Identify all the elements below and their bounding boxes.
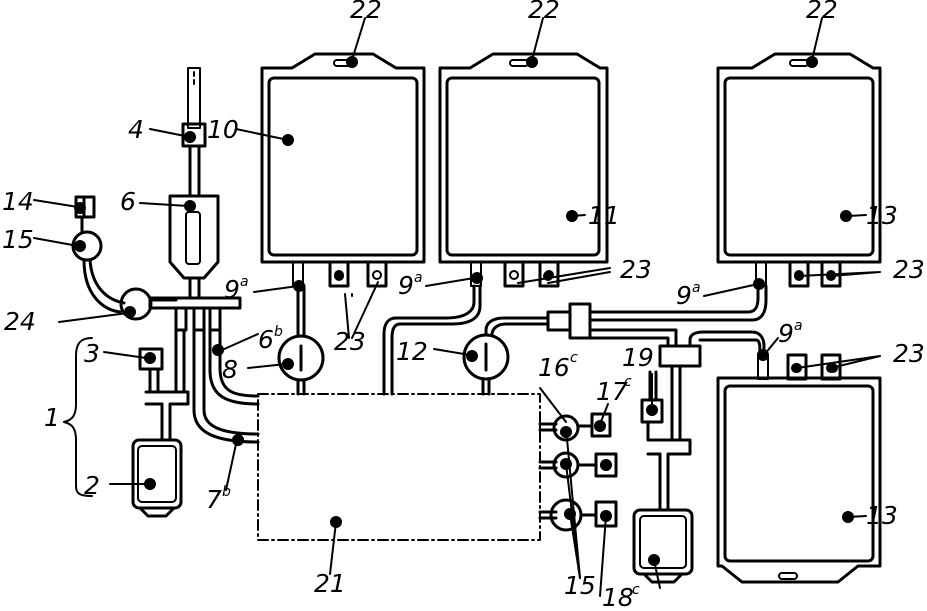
label-12: 12 bbox=[396, 337, 428, 366]
label-4: 4 bbox=[128, 115, 144, 144]
small-bag-right bbox=[632, 370, 694, 584]
small-bag-left bbox=[63, 328, 190, 518]
bag-13-bottom bbox=[716, 353, 882, 584]
label-9a-2-sup: a bbox=[414, 270, 423, 286]
label-7b: 7 bbox=[206, 485, 222, 514]
label-22-bag10: 22 bbox=[350, 0, 382, 24]
label-2: 2 bbox=[84, 471, 100, 500]
label-11: 11 bbox=[588, 201, 620, 230]
label-21: 21 bbox=[314, 569, 346, 598]
label-18c: 18 bbox=[602, 583, 634, 611]
label-23-bag11: 23 bbox=[620, 255, 652, 284]
label-6b-sup: b bbox=[274, 324, 283, 340]
label-6b: 6 bbox=[258, 325, 274, 354]
filter-assembly bbox=[148, 67, 242, 332]
label-9a-2: 9 bbox=[398, 271, 414, 300]
label-22-bag11: 22 bbox=[528, 0, 560, 24]
label-23-bag10: 23 bbox=[334, 327, 366, 356]
valve-8 bbox=[277, 284, 325, 396]
label-15-top: 15 bbox=[2, 225, 34, 254]
label-1: 1 bbox=[44, 403, 60, 432]
label-23-bag13-bottom: 23 bbox=[893, 339, 925, 368]
label-9a-1-sup: a bbox=[240, 274, 249, 290]
label-17c-sup: c bbox=[624, 374, 632, 390]
label-15-bottom: 15 bbox=[564, 571, 596, 600]
bag-13-top bbox=[716, 52, 882, 288]
label-18c-sup: c bbox=[632, 582, 640, 598]
label-9a-4: 9 bbox=[778, 319, 794, 348]
label-22-bag13: 22 bbox=[806, 0, 838, 24]
label-8: 8 bbox=[222, 355, 238, 384]
label-13-bottom: 13 bbox=[866, 501, 898, 530]
bag-10 bbox=[260, 52, 426, 288]
label-10: 10 bbox=[207, 115, 239, 144]
bag-11 bbox=[438, 52, 609, 288]
label-9a-3-sup: a bbox=[692, 280, 701, 296]
label-6: 6 bbox=[120, 187, 136, 216]
label-7b-sup: b bbox=[222, 484, 231, 500]
label-17c: 17 bbox=[596, 377, 628, 406]
label-14: 14 bbox=[2, 187, 34, 216]
label-9a-4-sup: a bbox=[794, 318, 803, 334]
label-19: 19 bbox=[622, 343, 654, 372]
label-3: 3 bbox=[84, 339, 100, 368]
label-9a-3: 9 bbox=[676, 281, 692, 310]
label-23-bag13-top: 23 bbox=[893, 255, 925, 284]
label-24: 24 bbox=[4, 307, 36, 336]
valve-12 bbox=[382, 284, 550, 396]
connector-right bbox=[546, 284, 768, 442]
spike-line bbox=[71, 195, 178, 321]
label-13-top: 13 bbox=[866, 201, 898, 230]
reference-dots bbox=[74, 56, 854, 566]
label-16c: 16 bbox=[538, 353, 570, 382]
main-box-21 bbox=[257, 393, 541, 541]
tubes-to-box bbox=[192, 328, 260, 444]
label-9a-1: 9 bbox=[224, 275, 240, 304]
label-16c-sup: c bbox=[570, 350, 578, 366]
box-ports bbox=[538, 412, 618, 532]
